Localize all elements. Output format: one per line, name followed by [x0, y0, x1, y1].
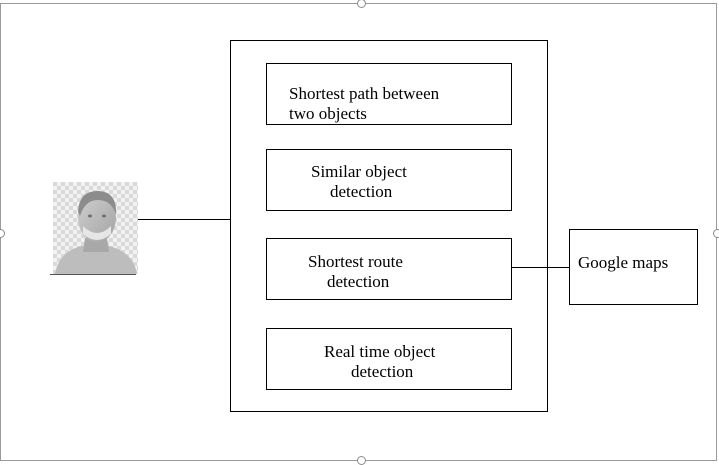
feature-label-similar-object-line2: detection	[330, 182, 393, 201]
external-service-box[interactable]	[569, 229, 698, 305]
feature-label-shortest-route-line2: detection	[327, 272, 390, 291]
feature-box-similar-object[interactable]	[266, 149, 512, 211]
feature-label-similar-object-line1: Similar object	[311, 162, 407, 181]
feature-label-real-time-line1: Real time object	[324, 342, 436, 361]
feature-label-shortest-route-line1: Shortest route	[308, 252, 403, 271]
feature-box-shortest-route[interactable]	[266, 238, 512, 300]
resize-handle-right[interactable]	[713, 229, 719, 238]
feature-box-shortest-path[interactable]	[266, 63, 512, 125]
connector-route-maps	[512, 267, 570, 268]
feature-label-shortest-path-line2: two objects	[289, 104, 367, 123]
feature-label-real-time-line2: detection	[351, 362, 414, 381]
connector-user-system	[138, 219, 231, 220]
resize-handle-top[interactable]	[357, 0, 366, 8]
avatar-underline	[50, 274, 136, 275]
user-avatar-icon	[53, 182, 138, 274]
resize-handle-left[interactable]	[0, 229, 5, 238]
external-service-label: Google maps	[578, 253, 669, 272]
feature-label-shortest-path-line1: Shortest path between	[289, 84, 440, 103]
feature-box-real-time[interactable]	[266, 328, 512, 390]
